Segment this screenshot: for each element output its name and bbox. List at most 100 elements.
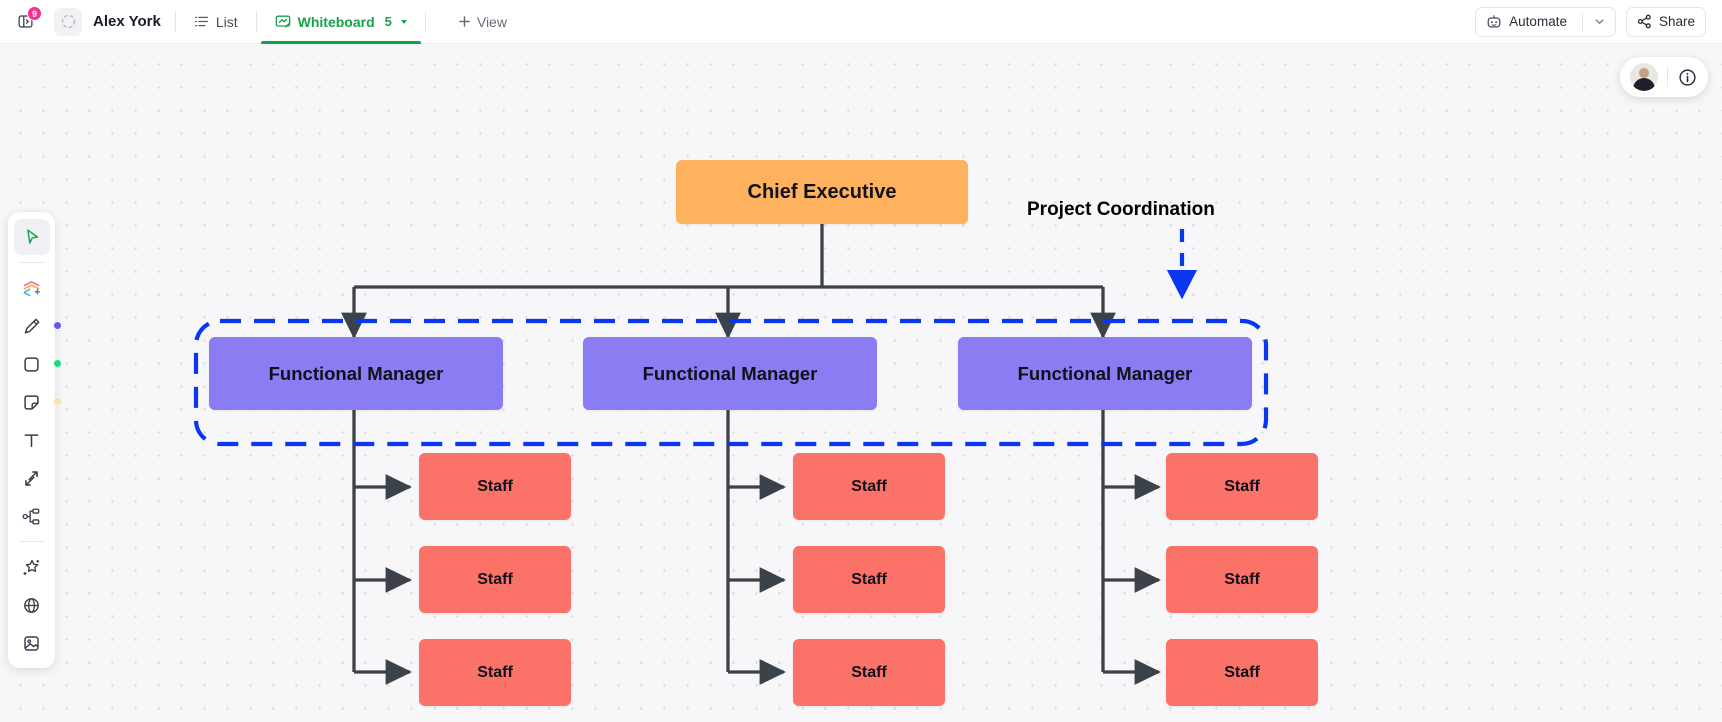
automate-button[interactable]: Automate — [1475, 6, 1616, 37]
workspace-name: Alex York — [93, 13, 161, 30]
robot-icon — [1487, 14, 1501, 28]
user-avatar[interactable] — [1630, 63, 1658, 91]
shape-color-indicator[interactable] — [52, 359, 62, 368]
text-t-icon — [24, 433, 39, 447]
sticky-note-icon — [24, 394, 39, 410]
divider — [174, 10, 176, 33]
tab-whiteboard[interactable]: Whiteboard 5 — [260, 0, 422, 44]
connector-tool[interactable] — [14, 460, 50, 496]
plus-icon — [458, 16, 470, 27]
presence-bar — [1620, 57, 1708, 97]
node-functional-manager-2[interactable]: Functional Manager — [583, 337, 877, 410]
connector-arrow-icon — [25, 470, 38, 486]
node-label: Staff — [477, 477, 513, 495]
pen-color-indicator[interactable] — [52, 321, 62, 330]
select-tool[interactable] — [13, 219, 50, 255]
node-label: Staff — [851, 477, 887, 495]
node-label: Functional Manager — [642, 362, 818, 384]
exec-to-managers-connectors — [341, 224, 1116, 339]
share-nodes-icon — [1637, 14, 1651, 29]
node-staff-2-1[interactable]: Staff — [793, 453, 945, 520]
node-label: Staff — [851, 663, 887, 681]
text-tool[interactable] — [14, 422, 50, 458]
node-staff-1-3[interactable]: Staff — [419, 639, 571, 706]
whiteboard-toolbar — [8, 212, 62, 668]
magic-wand-icon — [23, 559, 40, 575]
square-icon — [24, 356, 39, 372]
workspace-avatar[interactable] — [54, 7, 82, 36]
chevron-down-icon[interactable] — [1594, 16, 1605, 27]
marker-pen-icon — [24, 318, 40, 334]
add-view-button[interactable]: View — [458, 14, 507, 30]
divider — [18, 262, 45, 263]
node-functional-manager-1[interactable]: Functional Manager — [209, 337, 503, 410]
tab-whiteboard-count: 5 — [384, 14, 392, 29]
functional-managers-group-box[interactable] — [193, 318, 1269, 447]
divider — [1581, 12, 1583, 31]
node-label: Chief Executive — [747, 180, 897, 203]
info-button[interactable] — [1677, 67, 1698, 88]
rectangle-tool[interactable] — [14, 346, 62, 382]
whiteboard-canvas[interactable]: Project Coordination Chief Executive Fun… — [0, 44, 1722, 722]
avatar-body — [1633, 78, 1655, 91]
embed-tool[interactable] — [14, 587, 50, 623]
share-label: Share — [1658, 14, 1695, 29]
image-icon — [24, 635, 39, 651]
node-staff-3-1[interactable]: Staff — [1166, 453, 1318, 520]
add-view-label: View — [476, 13, 507, 30]
node-label: Staff — [477, 663, 513, 681]
tab-list[interactable]: List — [190, 0, 242, 44]
node-label: Staff — [851, 570, 887, 588]
node-label: Staff — [1224, 570, 1260, 588]
top-bar: 9 Alex York List — [0, 0, 1722, 44]
whiteboard-icon — [275, 15, 290, 28]
node-label: Functional Manager — [1017, 362, 1193, 384]
info-circle-icon — [1679, 68, 1696, 86]
connector-layer — [193, 224, 1269, 685]
node-staff-2-2[interactable]: Staff — [793, 546, 945, 613]
org-chart-icon — [22, 508, 40, 524]
top-bar-right: Automate Share — [1475, 6, 1722, 37]
sticky-note-tool[interactable] — [14, 384, 62, 420]
mindmap-tool[interactable] — [14, 498, 50, 534]
manager-3-staff-connectors — [1101, 410, 1161, 685]
sidebar-toggle-button[interactable]: 9 — [8, 5, 42, 37]
globe-icon — [24, 597, 39, 613]
notification-badge: 9 — [27, 5, 42, 21]
avatar-head — [1639, 68, 1649, 78]
manager-2-staff-connectors — [726, 410, 786, 685]
divider — [18, 541, 45, 542]
image-tool[interactable] — [14, 625, 50, 661]
node-staff-1-1[interactable]: Staff — [419, 453, 571, 520]
shapes-stack-icon — [23, 280, 41, 296]
shapes-tool[interactable] — [14, 270, 50, 306]
chevron-down-icon[interactable] — [400, 19, 407, 24]
manager-1-staff-connectors — [352, 410, 412, 685]
project-coordination-label[interactable]: Project Coordination — [1027, 199, 1215, 220]
node-staff-3-3[interactable]: Staff — [1166, 639, 1318, 706]
divider — [1667, 67, 1668, 87]
node-label: Staff — [1224, 663, 1260, 681]
share-button[interactable]: Share — [1625, 6, 1706, 37]
cursor-arrow-icon — [26, 229, 38, 244]
divider — [424, 10, 426, 33]
automate-label: Automate — [1509, 14, 1567, 29]
node-label: Staff — [477, 570, 513, 588]
node-chief-executive[interactable]: Chief Executive — [676, 160, 968, 224]
list-icon — [194, 16, 208, 27]
pen-tool[interactable] — [14, 308, 62, 344]
node-staff-2-3[interactable]: Staff — [793, 639, 945, 706]
ai-tool[interactable] — [14, 549, 50, 585]
tab-whiteboard-label: Whiteboard — [297, 13, 375, 30]
node-staff-1-2[interactable]: Staff — [419, 546, 571, 613]
node-staff-3-2[interactable]: Staff — [1166, 546, 1318, 613]
divider — [255, 10, 257, 33]
node-functional-manager-3[interactable]: Functional Manager — [958, 337, 1252, 410]
top-bar-left: 9 Alex York List — [0, 0, 507, 44]
workspace-loading-icon — [61, 14, 75, 29]
tab-list-label: List — [215, 13, 238, 30]
sticky-color-indicator[interactable] — [52, 397, 62, 406]
node-label: Staff — [1224, 477, 1260, 495]
sidebar-expand-icon — [17, 15, 33, 28]
